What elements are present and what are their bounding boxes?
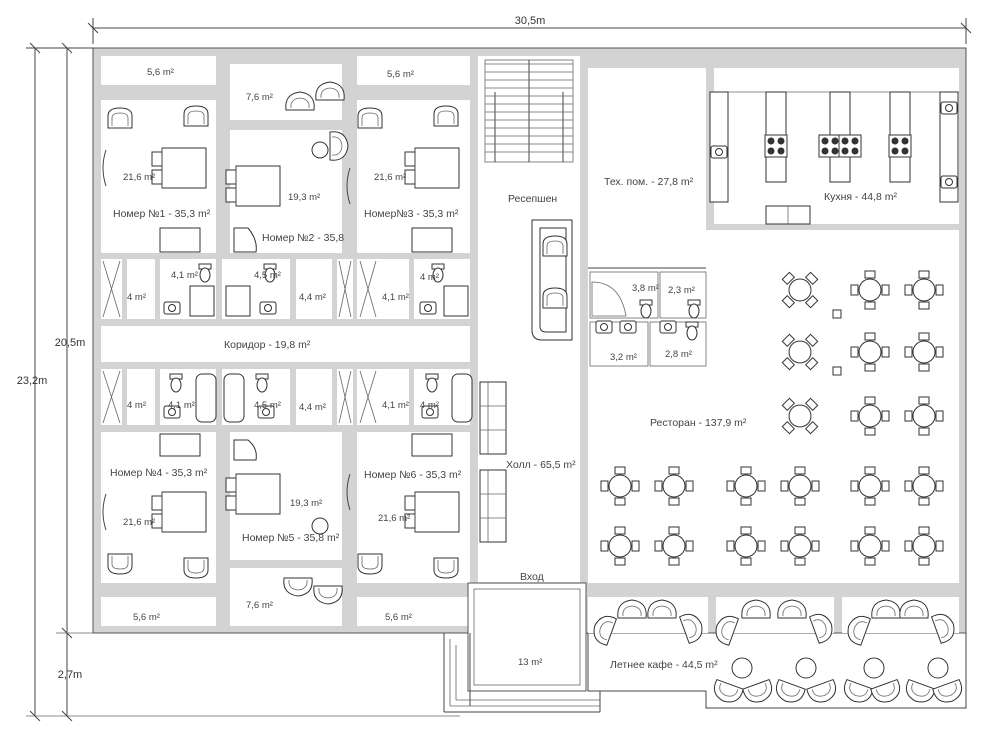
label-tech-room: Тех. пом. - 27,8 m² — [604, 176, 694, 188]
label-summer-cafe: Летнее кафе - 44,5 m² — [610, 659, 718, 671]
wc-block — [588, 267, 708, 368]
room-furniture-bottom — [102, 433, 460, 605]
dimension-lines — [26, 18, 972, 722]
label-balcony-tr: 5,6 m² — [387, 69, 414, 80]
label-vestibule: 13 m² — [518, 657, 542, 668]
label-bath-bot-5: 4 m² — [420, 400, 439, 411]
label-room3-area: 21,6 m² — [374, 172, 406, 183]
room-labels: 5,6 m² 7,6 m² 5,6 m² 21,6 m² Номер №1 - … — [110, 67, 898, 671]
dim-main-height: 20,5m — [55, 337, 86, 349]
label-room3-name: Номер№3 - 35,3 m² — [364, 208, 459, 220]
label-entrance: Вход — [520, 571, 544, 583]
label-bath-bot-4: 4,1 m² — [382, 400, 409, 411]
label-balcony-tm: 7,6 m² — [246, 92, 273, 103]
bath-fixtures — [102, 260, 473, 424]
label-kitchen: Кухня - 44,8 m² — [824, 191, 898, 203]
restaurant-tables — [600, 261, 944, 566]
label-room6-area: 21,6 m² — [378, 513, 410, 524]
label-bath-bot-3: 4,4 m² — [299, 402, 326, 413]
label-bath-top-1: 4,1 m² — [171, 270, 198, 281]
label-bath-top-4: 4,1 m² — [382, 292, 409, 303]
label-bath-bot-2: 4,5 m² — [254, 400, 281, 411]
label-room6-name: Номер №6 - 35,3 m² — [364, 469, 462, 481]
label-balcony-bl: 5,6 m² — [133, 612, 160, 623]
dim-total-height: 23,2m — [17, 375, 48, 387]
label-wc-4: 2,8 m² — [665, 349, 692, 360]
dim-terrace-height: 2,7m — [58, 669, 82, 681]
label-room4-area: 21,6 m² — [123, 517, 155, 528]
label-bath-bot-0: 4 m² — [127, 400, 146, 411]
label-room5-name: Номер №5 - 35,8 m² — [242, 532, 340, 544]
label-bath-top-2: 4,5 m² — [254, 270, 281, 281]
label-corridor: Коридор - 19,8 m² — [224, 339, 311, 351]
label-balcony-bm: 7,6 m² — [246, 600, 273, 611]
summer-cafe — [587, 599, 967, 709]
dim-width: 30,5m — [515, 15, 546, 27]
label-bath-top-3: 4,4 m² — [299, 292, 326, 303]
staircase — [484, 59, 574, 163]
vestibule — [443, 582, 601, 713]
label-balcony-tl: 5,6 m² — [147, 67, 174, 78]
label-wc-1: 3,8 m² — [632, 283, 659, 294]
label-wc-2: 2,3 m² — [668, 285, 695, 296]
label-bath-bot-1: 4,1 m² — [168, 400, 195, 411]
reception-desk — [531, 219, 573, 341]
label-room1-name: Номер №1 - 35,3 m² — [113, 208, 211, 220]
kitchen-equipment — [709, 91, 959, 225]
label-room5-area: 19,3 m² — [290, 498, 322, 509]
label-hall: Холл - 65,5 m² — [506, 459, 576, 471]
label-wc-3: 3,2 m² — [610, 352, 637, 363]
label-bath-top-5: 4 m² — [420, 272, 439, 283]
label-room2-area: 19,3 m² — [288, 192, 320, 203]
label-room2-name: Номер №2 - 35,8 — [262, 232, 344, 244]
label-room4-name: Номер №4 - 35,3 m² — [110, 467, 208, 479]
room-furniture-top — [102, 81, 460, 253]
label-balcony-br: 5,6 m² — [385, 612, 412, 623]
label-reception: Ресепшен — [508, 193, 557, 205]
label-bath-top-0: 4 m² — [127, 292, 146, 303]
label-restaurant: Ресторан - 137,9 m² — [650, 417, 747, 429]
hall-sofas — [479, 381, 507, 543]
label-room1-area: 21,6 m² — [123, 172, 155, 183]
